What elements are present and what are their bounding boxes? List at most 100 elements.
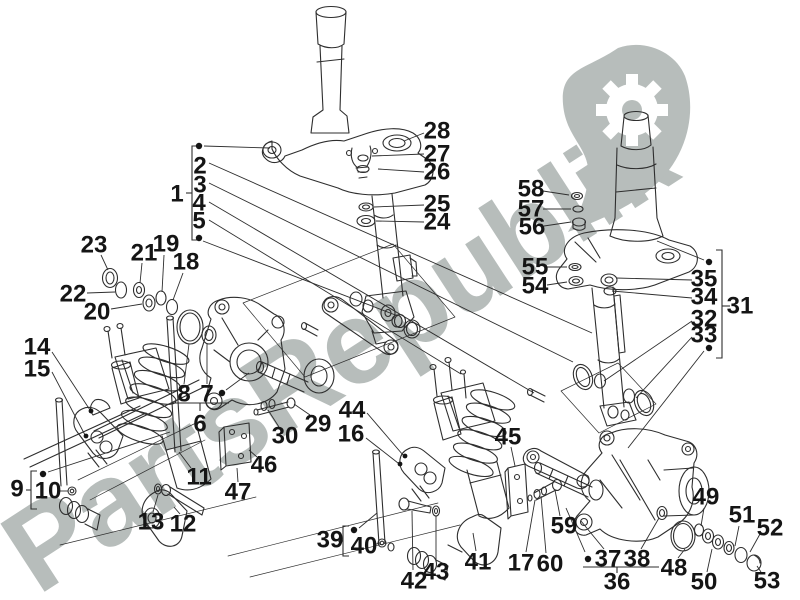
assembly-bullet <box>195 142 203 150</box>
leader-line-16 <box>365 437 399 464</box>
part-label-17: 17 <box>508 550 535 577</box>
left-assembly-hardware <box>23 315 257 546</box>
leader-line-42 <box>411 510 414 571</box>
leader-line-49 <box>700 507 705 527</box>
part-label-13: 13 <box>138 509 165 536</box>
right-column <box>555 110 698 434</box>
part-label-52: 52 <box>757 515 784 542</box>
part-label-30: 30 <box>272 423 299 450</box>
part-label-3: 3 <box>193 172 206 199</box>
assembly-bullet <box>218 389 226 397</box>
leader-line-2 <box>208 162 593 334</box>
leader-line-37 <box>580 520 605 550</box>
assembly-leader-line <box>565 507 586 553</box>
leader-line-32 <box>603 320 693 382</box>
leader-line-25 <box>373 204 425 208</box>
leader-line-29 <box>293 403 311 416</box>
right-knuckle <box>573 428 710 542</box>
part-label-2: 2 <box>193 153 206 180</box>
leader-line-23 <box>100 254 109 271</box>
left-seal-row <box>101 267 217 345</box>
leader-line-34 <box>611 290 693 299</box>
leader-line-59 <box>554 489 561 517</box>
part-label-54: 54 <box>522 273 549 300</box>
leader-line-35 <box>615 277 693 281</box>
leader-line-28 <box>403 132 425 142</box>
assembly-bullet <box>705 258 713 266</box>
part-label-32: 32 <box>691 306 718 333</box>
part-label-59: 59 <box>551 513 578 540</box>
label-bracket <box>342 525 349 557</box>
part-label-24: 24 <box>424 209 451 236</box>
part-label-16: 16 <box>338 421 365 448</box>
leader-line-33 <box>635 336 693 399</box>
part-label-43: 43 <box>423 559 450 586</box>
part-label-48: 48 <box>661 555 688 582</box>
stem-washers <box>356 202 376 228</box>
part-label-20: 20 <box>84 299 111 326</box>
right-assembly-hardware <box>227 446 563 581</box>
leader-line-4 <box>208 201 535 394</box>
part-label-9: 9 <box>10 476 23 503</box>
assembly-bullet <box>39 470 47 478</box>
part-label-4: 4 <box>192 190 206 217</box>
leader-line-17 <box>525 499 536 553</box>
leader-line-21 <box>139 262 143 284</box>
leader-line-27 <box>371 153 425 157</box>
leader-line-58 <box>542 190 570 196</box>
assembly-bullet <box>350 526 358 534</box>
part-label-57: 57 <box>518 196 545 223</box>
right-linkage <box>522 387 604 501</box>
part-label-34: 34 <box>691 284 718 311</box>
part-label-56: 56 <box>519 214 546 241</box>
part-label-21: 21 <box>131 240 158 267</box>
part-label-46: 46 <box>251 452 278 479</box>
leader-line-40 <box>373 542 380 546</box>
leader-dot-14 <box>88 408 94 414</box>
part-label-27: 27 <box>424 141 451 168</box>
part-label-28: 28 <box>424 118 451 145</box>
part-label-5: 5 <box>192 208 205 235</box>
part-label-35: 35 <box>691 266 718 293</box>
leader-line-24 <box>375 220 425 223</box>
part-label-40: 40 <box>351 533 378 560</box>
part-label-42: 42 <box>401 568 428 595</box>
part-label-8: 8 <box>177 381 190 408</box>
part-label-51: 51 <box>729 502 756 529</box>
assembly-leader-line <box>202 240 399 317</box>
label-bracket <box>716 249 723 359</box>
part-label-1: 1 <box>170 181 183 208</box>
part-label-22: 22 <box>60 281 87 308</box>
leader-dot-44 <box>402 453 408 459</box>
leader-line-3 <box>208 182 574 363</box>
assembly-leader-line <box>358 512 378 529</box>
part-label-29: 29 <box>305 411 332 438</box>
leader-line-5 <box>208 219 462 375</box>
right-shock-absorber <box>429 356 516 566</box>
leader-line-11 <box>178 451 192 469</box>
leader-line-54 <box>546 281 568 286</box>
leader-line-30 <box>267 409 280 428</box>
part-label-25: 25 <box>424 191 451 218</box>
part-label-39: 39 <box>317 527 344 554</box>
part-label-26: 26 <box>424 159 451 186</box>
upper-yoke <box>261 128 434 196</box>
assembly-leader-line <box>225 372 250 391</box>
leader-line-56 <box>543 221 572 227</box>
leader-line-60 <box>540 495 547 554</box>
assembly-bullet <box>705 344 713 352</box>
part-label-58: 58 <box>518 176 545 203</box>
leader-line-50 <box>706 548 713 573</box>
assembly-leader-line <box>656 240 705 261</box>
leader-line-51 <box>734 525 740 547</box>
leader-line-12 <box>173 506 181 515</box>
assembly-leader-line <box>47 431 171 473</box>
leader-line-46 <box>248 449 258 458</box>
part-label-23: 23 <box>81 232 108 259</box>
leader-line-47 <box>236 467 239 483</box>
leader-line-48 <box>677 548 686 559</box>
part-label-41: 41 <box>465 549 492 576</box>
part-label-60: 60 <box>537 551 564 578</box>
